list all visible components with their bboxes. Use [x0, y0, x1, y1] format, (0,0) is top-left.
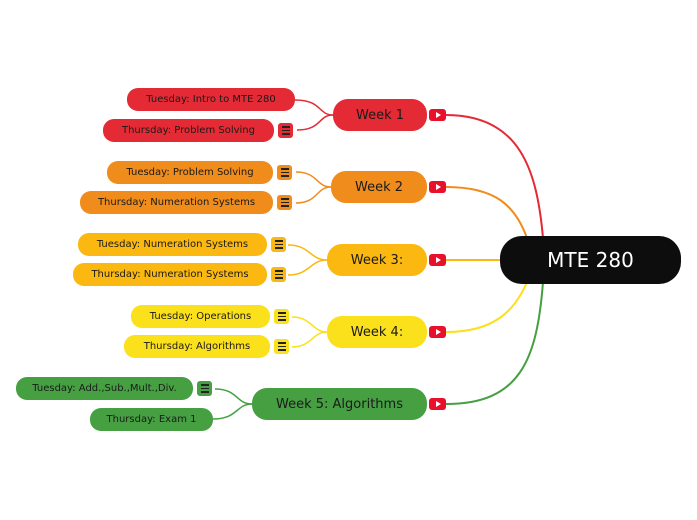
week4-tuesday-item[interactable]: Tuesday: Operations [131, 305, 270, 328]
week1-thursday-item[interactable]: Thursday: Problem Solving [103, 119, 274, 142]
youtube-play-icon[interactable] [429, 109, 446, 121]
week1-tuesday-label: Tuesday: Intro to MTE 280 [146, 94, 276, 105]
week2-thursday-label: Thursday: Numeration Systems [97, 197, 256, 208]
youtube-play-icon[interactable] [429, 326, 446, 338]
note-icon[interactable] [197, 381, 212, 396]
week5-tuesday-item[interactable]: Tuesday: Add.,Sub.,Mult.,Div. [16, 377, 193, 400]
week1-tuesday-item[interactable]: Tuesday: Intro to MTE 280 [127, 88, 295, 111]
week5-tuesday-label: Tuesday: Add.,Sub.,Mult.,Div. [32, 383, 177, 394]
week4-thursday-label: Thursday: Algorithms [143, 341, 251, 352]
note-icon[interactable] [274, 309, 289, 324]
note-icon[interactable] [274, 339, 289, 354]
week1-node[interactable]: Week 1 [333, 99, 427, 131]
week2-node[interactable]: Week 2 [331, 171, 427, 203]
week3-thursday-label: Thursday: Numeration Systems [91, 269, 249, 280]
week3-tuesday-item[interactable]: Tuesday: Numeration Systems [78, 233, 267, 256]
note-icon[interactable] [271, 267, 286, 282]
week2-tuesday-label: Tuesday: Problem Solving [126, 167, 254, 178]
week4-node[interactable]: Week 4: [327, 316, 427, 348]
week5-label: Week 5: Algorithms [276, 396, 403, 412]
week3-tuesday-label: Tuesday: Numeration Systems [96, 239, 249, 250]
week4-thursday-item[interactable]: Thursday: Algorithms [124, 335, 270, 358]
connector-week4 [445, 281, 528, 333]
week5-thursday-item[interactable]: Thursday: Exam 1 [90, 408, 213, 431]
week1-thursday-label: Thursday: Problem Solving [121, 125, 255, 136]
youtube-play-icon[interactable] [429, 181, 446, 193]
note-icon[interactable] [277, 165, 292, 180]
connector-week2 [445, 186, 528, 239]
connector-week1 [445, 114, 544, 239]
week3-node[interactable]: Week 3: [327, 244, 427, 276]
connector-week5 [445, 281, 544, 405]
note-icon[interactable] [271, 237, 286, 252]
youtube-play-icon[interactable] [429, 398, 446, 410]
youtube-play-icon[interactable] [429, 254, 446, 266]
week5-node[interactable]: Week 5: Algorithms [252, 388, 427, 420]
week4-tuesday-label: Tuesday: Operations [149, 311, 252, 322]
root-label: MTE 280 [547, 248, 634, 272]
week2-label: Week 2 [354, 179, 404, 195]
note-icon[interactable] [278, 123, 293, 138]
week1-label: Week 1 [355, 107, 405, 123]
root-node[interactable]: MTE 280 [500, 236, 681, 284]
note-icon[interactable] [277, 195, 292, 210]
week5-thursday-label: Thursday: Exam 1 [106, 414, 197, 425]
week3-thursday-item[interactable]: Thursday: Numeration Systems [73, 263, 267, 286]
week4-label: Week 4: [350, 324, 404, 340]
week3-label: Week 3: [350, 252, 404, 268]
week2-tuesday-item[interactable]: Tuesday: Problem Solving [107, 161, 273, 184]
week2-thursday-item[interactable]: Thursday: Numeration Systems [80, 191, 273, 214]
